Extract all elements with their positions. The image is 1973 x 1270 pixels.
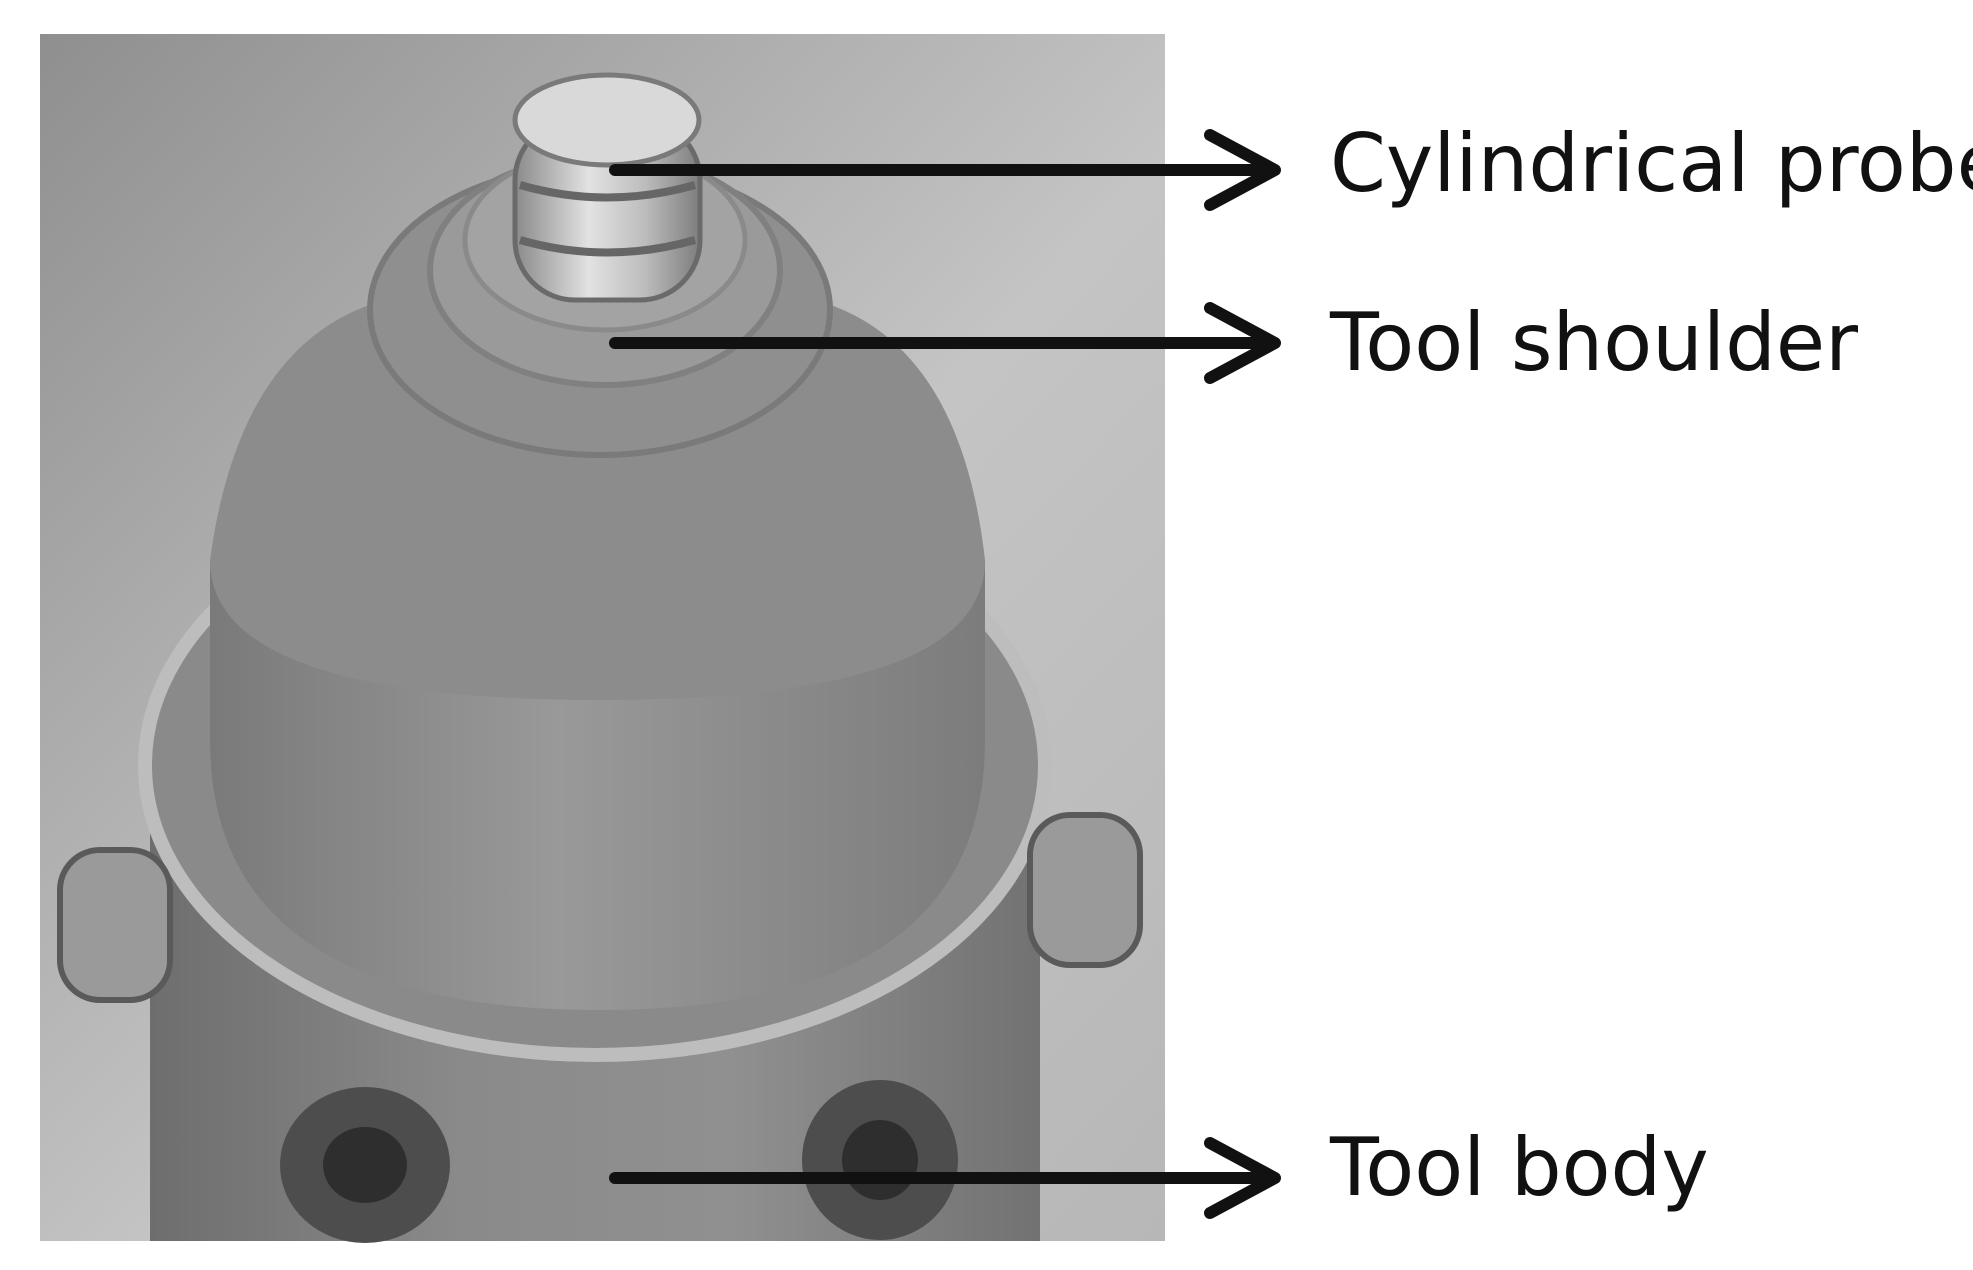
shoulder-arrow: [609, 302, 1281, 384]
tool-shoulder-label: Tool shoulder: [1330, 296, 1858, 389]
probe-arrow: [609, 129, 1281, 211]
cylindrical-probe-part: [512, 72, 703, 303]
callout-arrows: [609, 129, 1281, 1219]
cylindrical-probe-label: Cylindrical probe: [1330, 117, 1973, 210]
tool-body-label: Tool body: [1330, 1121, 1709, 1214]
body-arrow: [609, 1137, 1281, 1219]
tool-photo: [40, 34, 1165, 1243]
